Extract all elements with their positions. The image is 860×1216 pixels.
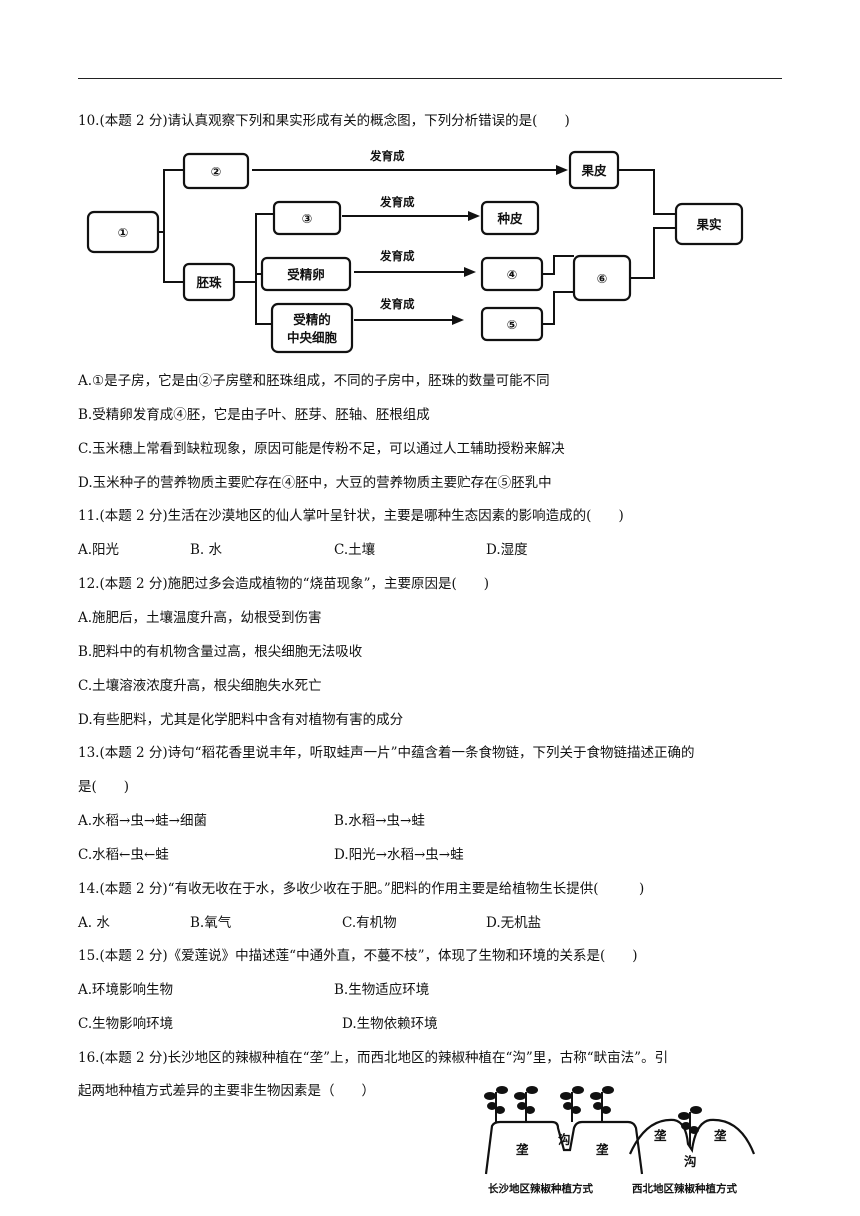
node-4 (480, 256, 544, 292)
arrowhead-3 (468, 211, 480, 221)
node-fruit-label: 果实 (695, 217, 721, 232)
pepper-plant-right (678, 1106, 702, 1146)
arrow-label-2: 发育成 (369, 149, 405, 163)
question-12-stem: 12.(本题 2 分)施肥过多会造成植物的“烧苗现象”，主要原因是( ) (78, 576, 490, 592)
q13-option-b[interactable]: B.水稻→虫→蛙 (334, 813, 425, 829)
node-5-label: ⑤ (507, 317, 518, 332)
q11-option-b[interactable]: B. 水 (190, 542, 223, 558)
q13-option-a[interactable]: A.水稻→虫→蛙→细菌 (78, 813, 207, 829)
wire-1-to-ovule (163, 232, 184, 283)
node-3 (272, 200, 342, 236)
question-13-stem-line2: 是( ) (78, 779, 130, 795)
q12-option-c[interactable]: C.土壤溶液浓度升高，根尖细胞失水死亡 (78, 678, 322, 694)
q14-option-b[interactable]: B.氧气 (190, 915, 232, 931)
q13-option-d[interactable]: D.阳光→水稻→虫→蛙 (334, 847, 464, 863)
q12-option-a[interactable]: A.施肥后，土壤温度升高，幼根受到伤害 (78, 610, 322, 626)
q15-option-a[interactable]: A.环境影响生物 (78, 982, 174, 998)
ditch-profile-right (628, 1118, 756, 1155)
ditch-label-left: 沟 (558, 1132, 571, 1147)
wire-peel-to-fruit (618, 169, 676, 215)
arrowhead-central (452, 315, 464, 325)
question-11-stem: 11.(本题 2 分)生活在沙漠地区的仙人掌叶呈针状，主要是哪种生态因素的影响造… (78, 508, 624, 524)
q14-option-a[interactable]: A. 水 (78, 915, 110, 931)
ridge-label-left-2: 垄 (596, 1142, 609, 1157)
node-1 (86, 210, 160, 254)
q14-option-c[interactable]: C.有机物 (342, 915, 397, 931)
node-central-label-2: 中央细胞 (287, 330, 338, 345)
q10-option-c[interactable]: C.玉米穗上常看到缺粒现象，原因可能是传粉不足，可以通过人工辅助授粉来解决 (78, 441, 565, 457)
node-1-label: ① (118, 225, 129, 240)
node-6-label: ⑥ (597, 271, 608, 286)
ridge-label-right-1: 垄 (654, 1128, 667, 1143)
node-zygote (260, 256, 352, 292)
node-peel (568, 150, 620, 190)
wire-ovule-to-3 (234, 213, 274, 283)
q13-option-c[interactable]: C.水稻←虫←蛙 (78, 847, 169, 863)
wire-6-to-fruit (630, 227, 676, 279)
question-15-stem: 15.(本题 2 分)《爱莲说》中描述莲“中通外直，不蔓不枝”，体现了生物和环境… (78, 948, 638, 964)
node-central-cell (270, 302, 354, 354)
question-16-stem-line2: 起两地种植方式差异的主要非生物因素是（ ） (78, 1083, 375, 1099)
node-3-label: ③ (302, 211, 313, 226)
node-ovule (182, 262, 236, 302)
node-ovule-label: 胚珠 (196, 275, 222, 290)
node-2-label: ② (211, 164, 222, 179)
q15-option-d[interactable]: D.生物依赖环境 (342, 1016, 438, 1032)
arrowhead-2 (556, 165, 568, 175)
node-zygote-label: 受精卵 (287, 267, 325, 282)
node-4-label: ④ (507, 267, 518, 282)
header-rule (78, 78, 782, 79)
planting-method-figure: 垄 垄 沟 长沙地区辣椒种植方式 垄 垄 沟 西北地区辣椒种植方式 (484, 1086, 756, 1195)
arrow-label-zygote: 发育成 (379, 249, 415, 263)
arrow-label-central: 发育成 (379, 297, 415, 311)
ridge-profile-left (484, 1120, 644, 1175)
ditch-label-right: 沟 (684, 1154, 697, 1169)
caption-changsha: 长沙地区辣椒种植方式 (488, 1182, 593, 1195)
ridge-label-right-2: 垄 (714, 1128, 727, 1143)
question-13-stem-line1: 13.(本题 2 分)诗句“稻花香里说丰年，听取蛙声一片”中蕴含着一条食物链，下… (78, 745, 695, 761)
q12-option-b[interactable]: B.肥料中的有机物含量过高，根尖细胞无法吸收 (78, 644, 363, 660)
q10-option-a[interactable]: A.①是子房，它是由②子房壁和胚珠组成，不同的子房中，胚珠的数量可能不同 (78, 373, 550, 389)
node-2 (182, 152, 250, 190)
question-14-stem: 14.(本题 2 分)“有收无收在于水，多收少收在于肥。”肥料的作用主要是给植物… (78, 881, 645, 897)
node-5 (480, 306, 544, 342)
wire-1-to-2 (158, 169, 184, 233)
caption-northwest: 西北地区辣椒种植方式 (632, 1182, 737, 1195)
q11-option-a[interactable]: A.阳光 (78, 542, 120, 558)
ridge-label-left-1: 垄 (516, 1142, 529, 1157)
arrowhead-zygote (464, 267, 476, 277)
node-central-label-1: 受精的 (293, 312, 331, 327)
fruit-formation-concept-map: 发育成 发育成 发育成 发育成 ① ② 胚珠 ③ 受精卵 受精的 中央细胞 果皮… (86, 149, 744, 354)
wire-4-to-6 (542, 255, 574, 275)
q15-option-c[interactable]: C.生物影响环境 (78, 1016, 174, 1032)
question-16-stem-line1: 16.(本题 2 分)长沙地区的辣椒种植在“垄”上，而西北地区的辣椒种植在“沟”… (78, 1050, 669, 1066)
q10-option-b[interactable]: B.受精卵发育成④胚，它是由子叶、胚芽、胚轴、胚根组成 (78, 407, 430, 423)
node-seedcoat-label: 种皮 (496, 211, 523, 226)
q12-option-d[interactable]: D.有些肥料，尤其是化学肥料中含有对植物有害的成分 (78, 712, 404, 728)
node-peel-label: 果皮 (580, 163, 607, 178)
node-6 (572, 254, 632, 302)
pepper-plants-left (484, 1086, 614, 1122)
q11-option-c[interactable]: C.土壤 (334, 542, 376, 558)
question-10-stem: 10.(本题 2 分)请认真观察下列和果实形成有关的概念图，下列分析错误的是( … (78, 113, 570, 129)
arrow-label-3: 发育成 (379, 195, 415, 209)
q10-option-d[interactable]: D.玉米种子的营养物质主要贮存在④胚中，大豆的营养物质主要贮存在⑤胚乳中 (78, 475, 552, 491)
q14-option-d[interactable]: D.无机盐 (486, 915, 542, 931)
q11-option-d[interactable]: D.湿度 (486, 542, 528, 558)
wire-5-to-6 (542, 291, 574, 325)
wire-ovule-to-central (255, 282, 272, 325)
node-seedcoat (480, 200, 540, 236)
node-fruit (674, 202, 744, 246)
q15-option-b[interactable]: B.生物适应环境 (334, 982, 430, 998)
